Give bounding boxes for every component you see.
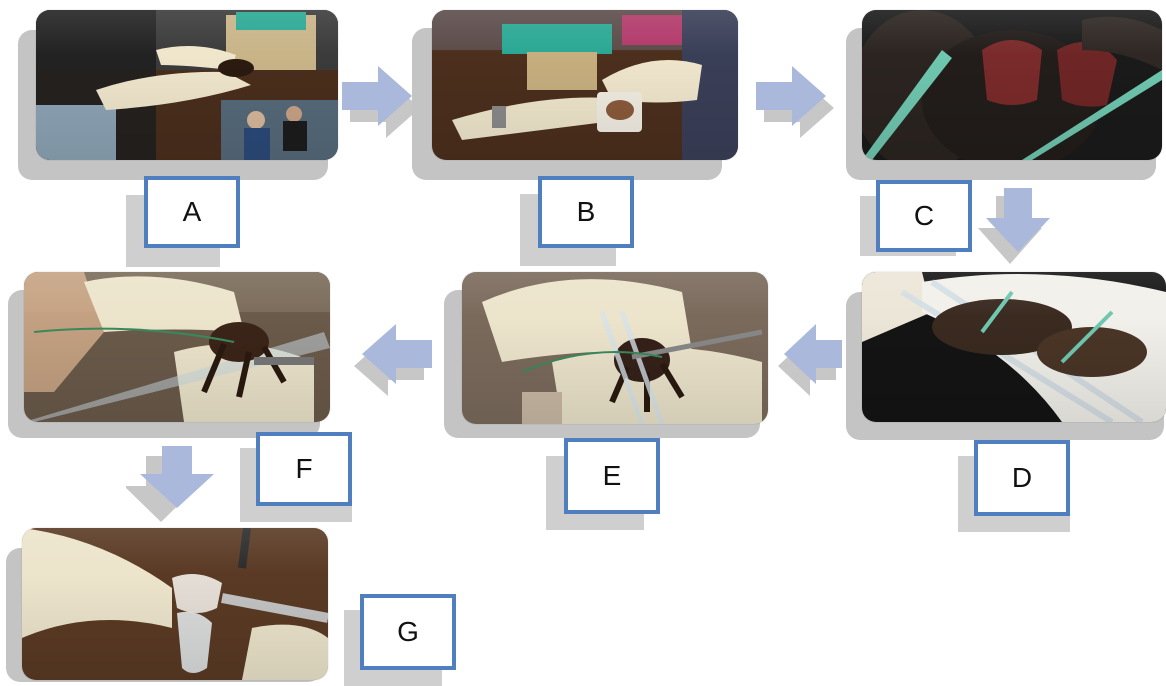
step-g-photo [22,528,328,680]
arrow-c-to-d [978,186,1058,266]
step-b-photo [432,10,738,160]
arrow-a-to-b [338,62,418,138]
arrow-e-to-f [346,318,436,398]
step-f-label: F [256,432,352,506]
step-c-label: C [876,180,972,252]
step-e-label: E [564,438,660,514]
step-g-label: G [360,594,456,670]
step-d-photo [862,272,1166,422]
step-d-label: D [974,440,1070,516]
step-a-label: A [144,176,240,248]
arrow-b-to-c [752,62,836,138]
step-b-label: B [538,176,634,248]
step-a-photo [36,10,338,160]
arrow-f-to-g [126,444,226,524]
step-f-photo [24,272,330,422]
step-c-photo [862,10,1162,160]
step-e-photo [462,272,768,424]
arrow-d-to-e [776,318,846,398]
